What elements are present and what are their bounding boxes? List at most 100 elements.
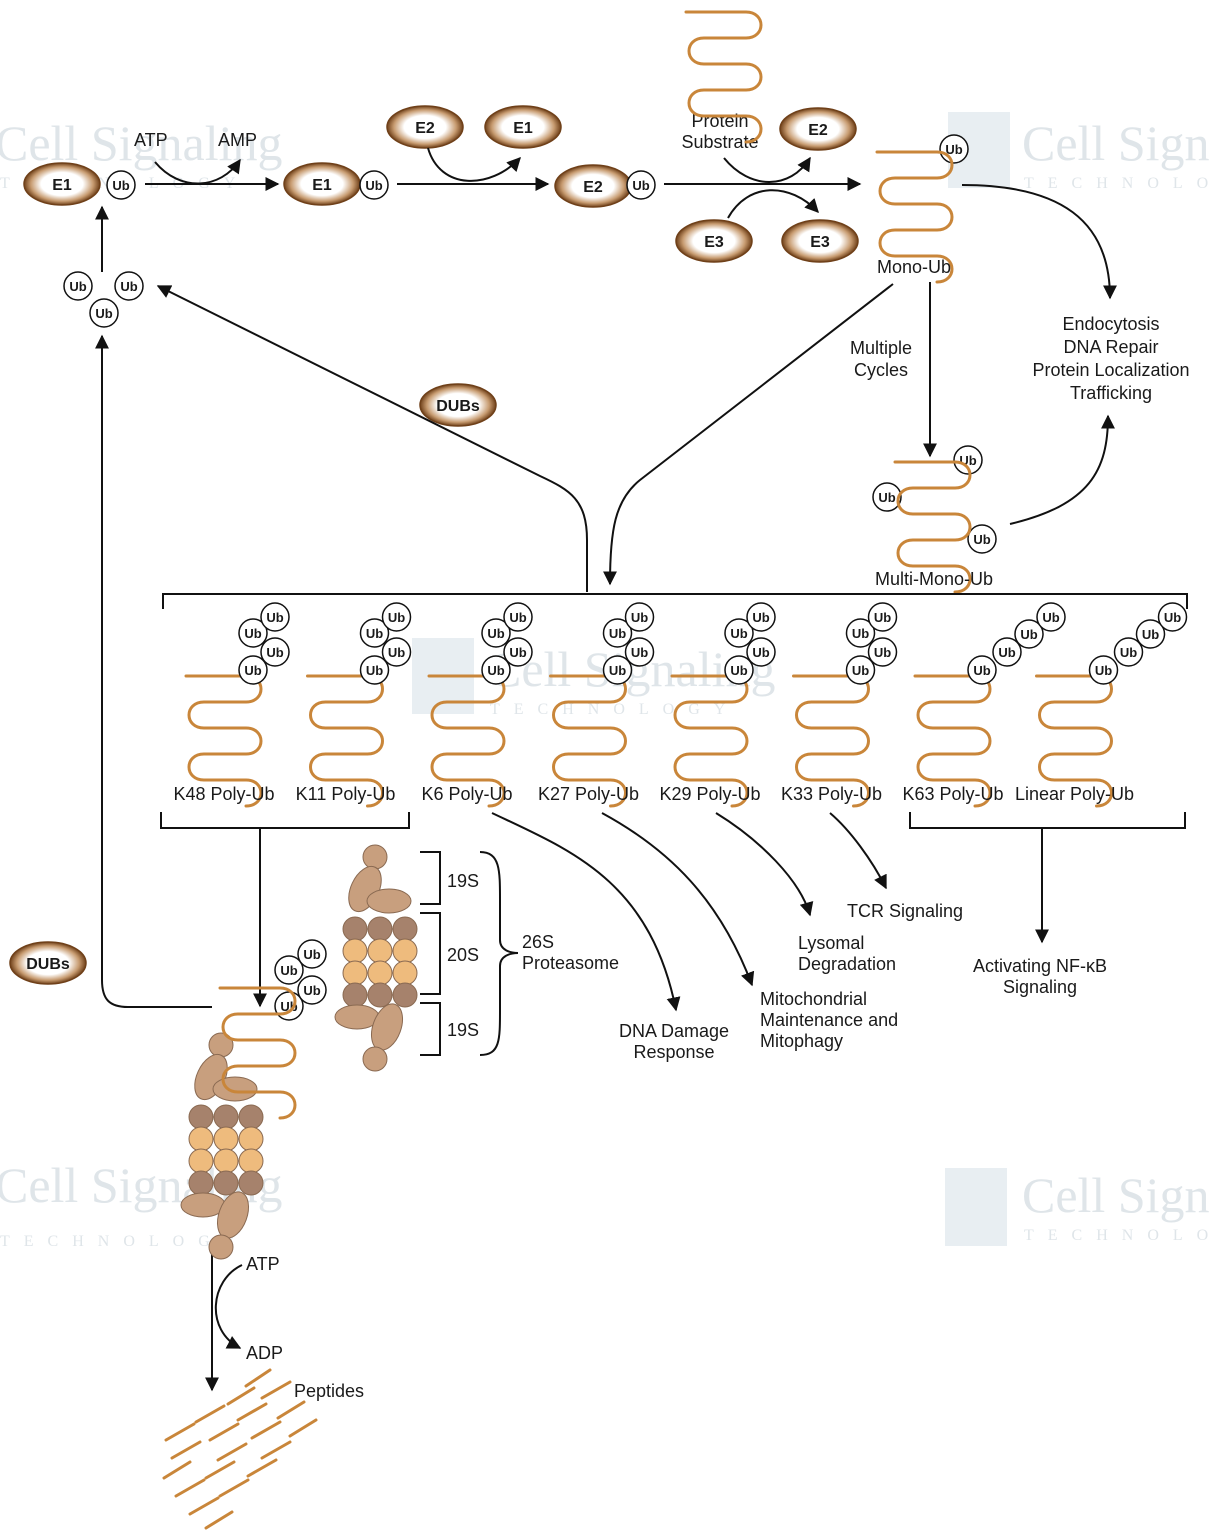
peptide-fragment	[204, 1460, 236, 1480]
ubiquitin-circle	[274, 955, 304, 985]
ubiquitin-label: Ub	[366, 626, 383, 641]
enzyme-e2: E2	[779, 107, 857, 151]
ubiquitin-label: Ub	[852, 626, 869, 641]
ubiquitin-circle	[867, 637, 898, 667]
ubiquitin-circle	[746, 637, 776, 667]
peptide-fragment	[216, 1442, 248, 1462]
enzyme-e1-label: E1	[312, 177, 332, 194]
ubiquitin: Ub	[260, 602, 290, 632]
peptide-fragment	[218, 1478, 250, 1498]
proteasome-core-subunit	[188, 1170, 214, 1196]
poly-bracket	[162, 593, 1188, 609]
brace-19s-bottom	[420, 1002, 441, 1056]
ubiquitin: Ub	[967, 524, 997, 554]
poly-ub-label: K27 Poly-Ub	[538, 784, 639, 804]
arrow-e3-exchange	[727, 189, 819, 219]
ubiquitin-label: Ub	[752, 610, 769, 625]
ubiquitin-label: Ub	[1164, 610, 1181, 625]
ubiquitin-circle	[381, 602, 412, 632]
ubiquitin-circle	[845, 655, 876, 685]
ubiquitin-label: Ub	[280, 963, 297, 978]
ubiquitin-circle	[260, 637, 290, 667]
ubiquitin: Ub	[481, 655, 511, 685]
dubs-enzyme-label: DUBs	[26, 956, 70, 973]
enzyme-e2-label: E2	[583, 179, 603, 196]
ubiquitin: Ub	[1036, 602, 1066, 632]
ubiquitin: Ub	[624, 602, 655, 632]
multiple-cycles-label: Multiple	[850, 338, 912, 358]
proteasome-core-subunit	[238, 1148, 264, 1174]
outcome-dna-damage: Response	[633, 1042, 714, 1062]
ubiquitin-circle	[481, 655, 511, 685]
proteasome-26s-label: 26S	[522, 932, 554, 952]
ubiquitin-label: Ub	[244, 663, 261, 678]
poly-ub-label: K63 Poly-Ub	[902, 784, 1003, 804]
ubiquitin-circle	[89, 298, 119, 328]
arrow-k27-mito	[601, 812, 755, 987]
ubiquitin: Ub	[297, 975, 327, 1005]
ubiquitin-circle	[63, 271, 93, 301]
ubiquitin-label: Ub	[631, 610, 648, 625]
ubiquitin: Ub	[1113, 637, 1144, 667]
ubiquitin-label: Ub	[609, 626, 626, 641]
ubiquitin-circle	[724, 655, 754, 685]
dubs-enzyme: DUBs	[9, 941, 87, 985]
proteasome-core-subunit	[392, 960, 418, 986]
arrow-mono-to-functions	[961, 184, 1117, 300]
ubiquitin: Ub	[724, 618, 754, 648]
ubiquitin: Ub	[953, 445, 983, 475]
degradation-adp-label: ADP	[246, 1343, 283, 1363]
outcome-mitochondrial: Mitophagy	[760, 1031, 843, 1051]
ubiquitin: Ub	[1135, 619, 1166, 649]
ubiquitin: Ub	[1088, 655, 1119, 685]
ubiquitin-label: Ub	[280, 999, 297, 1014]
cascade-arrows	[145, 147, 862, 219]
proteasome-core-subunit	[342, 960, 368, 986]
enzyme-e1: E1	[283, 162, 361, 206]
arrow-atp-amp	[154, 158, 241, 185]
proteasome-core-subunit	[367, 938, 393, 964]
ubiquitin: Ub	[503, 637, 533, 667]
ubiquitin-circle	[503, 637, 533, 667]
ubiquitin-label: Ub	[303, 947, 320, 962]
ubiquitin-label: Ub	[1120, 645, 1137, 660]
ubiquitin: Ub	[746, 602, 776, 632]
poly-ub-label: K33 Poly-Ub	[781, 784, 882, 804]
ubiquitin-label: Ub	[945, 142, 962, 157]
outcome-dna-damage: DNA Damage	[619, 1021, 729, 1041]
k63-linear-bracket	[909, 812, 1186, 829]
ubiquitin-circle	[967, 524, 997, 554]
watermark-sub: TECHNOLOGY	[1024, 175, 1209, 192]
ubiquitin-circle	[624, 637, 655, 667]
proteasome-core-subunit	[367, 916, 393, 942]
arrow-multimono-to-functions	[1009, 414, 1115, 525]
ubiquitin: Ub	[274, 955, 304, 985]
enzyme-e2: E2	[554, 164, 632, 208]
ubiquitin-label: Ub	[1042, 610, 1059, 625]
proteasome-core-subunit	[367, 982, 393, 1008]
enzyme-e2-shape	[386, 105, 464, 149]
ubiquitin-circle	[724, 618, 754, 648]
watermark-brand: Cell Signaling	[1022, 115, 1209, 171]
ubiquitin: Ub	[381, 637, 412, 667]
poly-ub-label: K48 Poly-Ub	[173, 784, 274, 804]
ubiquitin: Ub	[602, 618, 633, 648]
proteasome-26s	[334, 844, 418, 1072]
enzyme-e2-shape	[779, 107, 857, 151]
ubiquitin-label: Ub	[487, 626, 504, 641]
ubiquitin-circle	[746, 602, 776, 632]
poly-ub-label: K11 Poly-Ub	[296, 784, 396, 804]
ubiquitin-circle	[481, 618, 511, 648]
enzyme-e1: E1	[23, 162, 101, 206]
ubiquitin-label: Ub	[487, 663, 504, 678]
ubiquitin-circle	[297, 975, 327, 1005]
ubiquitin-circle	[106, 170, 136, 200]
ubiquitin: Ub	[1014, 619, 1044, 649]
